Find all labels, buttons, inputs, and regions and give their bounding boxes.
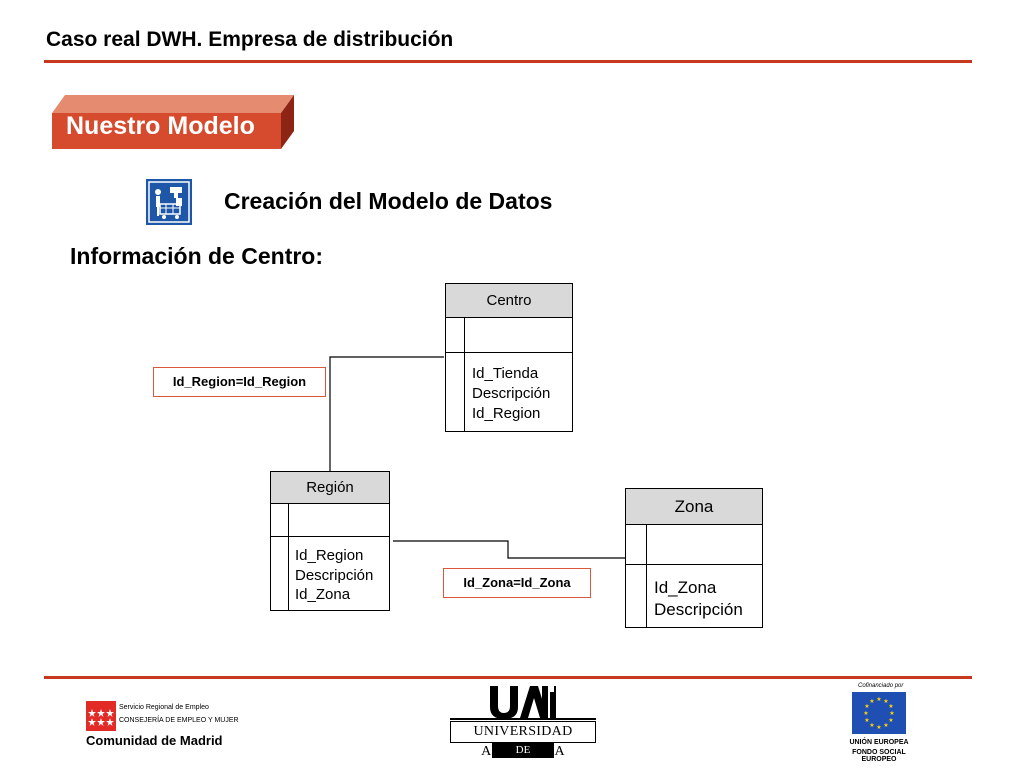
page-title: Caso real DWH. Empresa de distribución (46, 28, 454, 51)
svg-text:★: ★ (864, 717, 869, 724)
info-title: Información de Centro: (70, 243, 324, 269)
madrid-ministry-text: CONSEJERÍA DE EMPLEO Y MUJER (119, 717, 239, 724)
madrid-service-text: Servicio Regional de Empleo (119, 704, 209, 711)
section-badge (52, 93, 294, 151)
entity-region-key-row (271, 504, 389, 537)
svg-text:★: ★ (888, 717, 893, 724)
header-divider (44, 60, 972, 63)
entity-centro-divider (464, 318, 465, 431)
entity-region-attr-0: Id_Region (295, 547, 364, 564)
entity-zona-header: Zona (626, 489, 762, 525)
madrid-name: Comunidad de Madrid (86, 733, 223, 748)
svg-text:★: ★ (864, 703, 869, 710)
entity-region-divider (288, 504, 289, 610)
entity-centro-attr-0: Id_Tienda (472, 365, 539, 382)
svg-text:★: ★ (869, 698, 874, 705)
uam-city-box: DE MADRID (492, 742, 554, 772)
entity-region[interactable]: Región Id_Region Descripción Id_Zona (270, 471, 390, 611)
model-subtitle: Creación del Modelo de Datos (224, 188, 553, 214)
entity-region-attr-2: Id_Zona (295, 586, 351, 603)
entity-zona-key-row (626, 525, 762, 565)
section-label: Nuestro Modelo (66, 112, 255, 140)
entity-zona-divider (646, 525, 647, 627)
eu-logo: Cofinanciado por ★ ★ ★ ★ ★ ★ ★ ★ ★ ★ ★ ★… (836, 683, 926, 763)
eu-flag-icon: ★ ★ ★ ★ ★ ★ ★ ★ ★ ★ ★ ★ (852, 692, 906, 734)
svg-text:★: ★ (869, 722, 874, 729)
svg-text:★: ★ (883, 722, 888, 729)
uam-monogram-icon (450, 686, 596, 720)
entity-region-attr-1: Descripción (295, 567, 374, 584)
eu-name-line1: UNIÓN EUROPEA (849, 739, 909, 746)
entity-zona-attr-0: Id_Zona (654, 578, 717, 597)
svg-text:★: ★ (876, 724, 881, 731)
entity-centro-header: Centro (446, 284, 572, 318)
uam-name-box: UNIVERSIDAD AUTONOMA (450, 721, 596, 759)
footer-divider (44, 676, 972, 679)
entity-centro-key-row (446, 318, 572, 353)
eu-caption: Cofinanciado por (858, 683, 904, 689)
eu-name-line2: FONDO SOCIAL EUROPEO (852, 749, 906, 763)
svg-text:★: ★ (863, 710, 868, 717)
entity-centro-attr-2: Id_Region (472, 405, 541, 422)
join-zona-region: Id_Zona=Id_Zona (443, 568, 591, 598)
uam-logo: UNIVERSIDAD AUTONOMA DE MADRID (450, 684, 596, 772)
svg-text:★: ★ (883, 698, 888, 705)
svg-text:★: ★ (888, 703, 893, 710)
comunidad-madrid-logo (86, 701, 116, 731)
svg-text:★: ★ (876, 696, 881, 703)
entity-zona[interactable]: Zona Id_Zona Descripción (625, 488, 763, 628)
entity-zona-attr-1: Descripción (654, 600, 743, 619)
entity-region-header: Región (271, 472, 389, 504)
entity-centro-attr-1: Descripción (472, 385, 551, 402)
svg-text:★: ★ (889, 710, 894, 717)
join-region-centro: Id_Region=Id_Region (153, 367, 326, 397)
entity-centro[interactable]: Centro Id_Tienda Descripción Id_Region (445, 283, 573, 432)
shopping-cart-icon (146, 179, 192, 225)
